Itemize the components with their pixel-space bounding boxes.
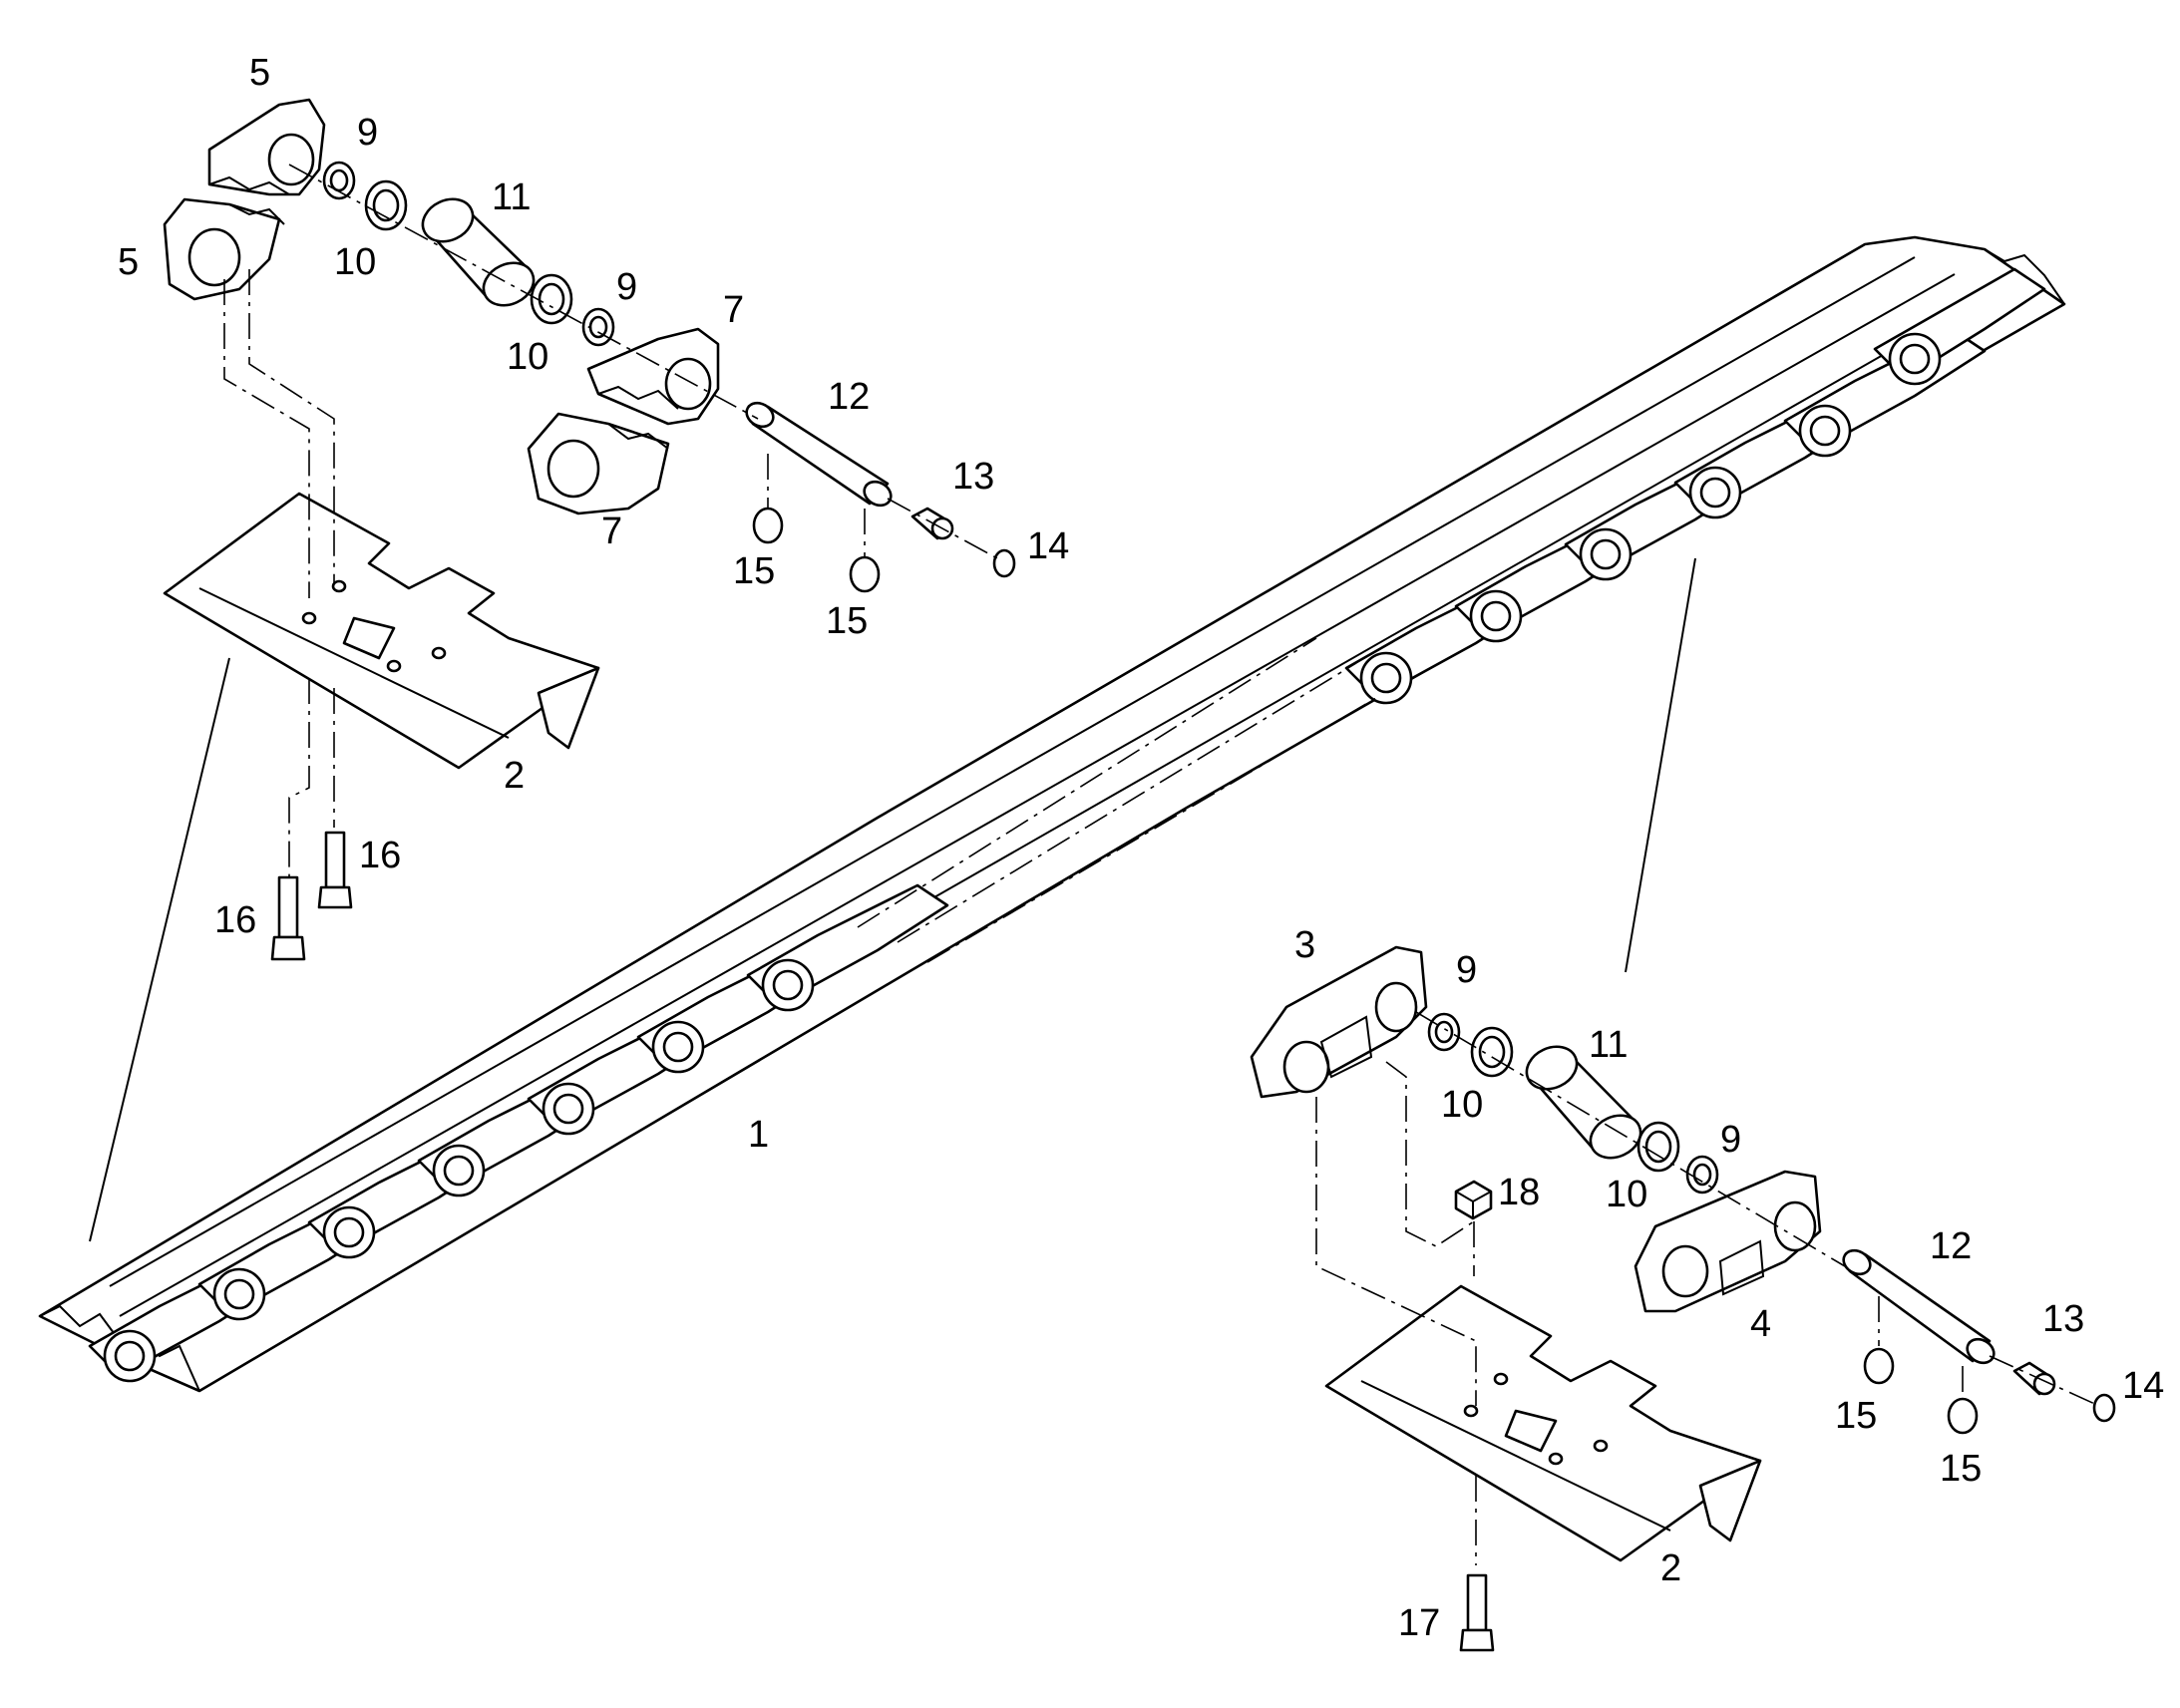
label-part-2-lower: 2 (1660, 1547, 1681, 1589)
label-part-15-upper-b: 15 (826, 600, 868, 642)
label-part-3: 3 (1294, 924, 1315, 966)
callout-labels: 1 2 2 3 4 5 5 7 7 9 9 9 9 10 10 10 10 11… (118, 52, 2164, 1644)
track-chain-grouser-edge-right (1984, 248, 2065, 305)
bushing-11-lower (1525, 1045, 1642, 1160)
bolt-16-a (317, 831, 353, 909)
track-chain-links-upper (1344, 267, 2046, 705)
plug-13-lower (2012, 1361, 2056, 1396)
label-part-10-lower-b: 10 (1606, 1174, 1647, 1215)
label-part-4: 4 (1750, 1303, 1771, 1345)
label-part-14-lower: 14 (2122, 1365, 2164, 1407)
label-part-16-a: 16 (359, 835, 401, 876)
link-4 (1634, 1170, 1822, 1313)
chain-gap-centerline-1 (857, 637, 1317, 928)
label-part-13-upper: 13 (952, 456, 994, 498)
track-chain-assembly (38, 235, 2066, 1393)
lower-assembly-axis (1415, 1011, 1846, 1267)
o-ring-15-upper-a (752, 507, 784, 544)
label-part-10-upper-b: 10 (507, 336, 548, 378)
upper-exploded-group (163, 98, 1016, 961)
master-link-half-5-upper (207, 98, 326, 196)
label-part-12-upper: 12 (828, 376, 870, 418)
plug-13-upper (910, 507, 954, 540)
bolt-16-b (270, 875, 306, 961)
label-part-9-upper-a: 9 (357, 112, 378, 154)
label-part-16-b: 16 (214, 899, 256, 941)
nut-18 (1454, 1180, 1493, 1220)
leader-line-right (1625, 557, 1696, 973)
snap-ring-14-lower (2092, 1393, 2116, 1423)
label-part-1: 1 (748, 1114, 769, 1156)
thrust-ring-10-upper-b (530, 273, 573, 325)
label-part-10-lower-a: 10 (1441, 1084, 1483, 1126)
seal-ring-9-upper-a (322, 161, 356, 200)
o-ring-15-lower-b (1947, 1397, 1979, 1435)
track-shoe-2-lower (1324, 1284, 1762, 1562)
track-pin-12-lower (1842, 1248, 1996, 1365)
label-part-13-lower: 13 (2042, 1298, 2084, 1340)
master-link-half-5-lower (163, 197, 285, 301)
label-part-5-upper: 5 (249, 52, 270, 94)
label-part-9-lower-a: 9 (1456, 949, 1477, 991)
lower-exploded-group (1250, 945, 2116, 1652)
track-chain-links-lower (88, 883, 949, 1383)
leader-line-left (89, 657, 230, 1242)
seal-ring-9-upper-b (581, 307, 615, 347)
label-part-9-lower-b: 9 (1720, 1119, 1741, 1161)
label-part-7-upper: 7 (723, 289, 744, 331)
seal-ring-9-lower-b (1685, 1155, 1719, 1195)
upper-bolt-leader-a (223, 279, 310, 598)
master-link-half-7-lower (527, 412, 670, 515)
label-part-10-upper-a: 10 (334, 241, 376, 283)
thrust-ring-10-lower-a (1470, 1026, 1514, 1078)
thrust-ring-10-upper-a (364, 179, 408, 231)
label-part-11-lower: 11 (1589, 1024, 1628, 1066)
link-3 (1250, 945, 1428, 1099)
bolt-17 (1459, 1573, 1495, 1652)
lower-nut-leader (1385, 1061, 1475, 1247)
label-part-2-upper: 2 (504, 755, 525, 797)
upper-bolt-leader-c (288, 678, 310, 877)
label-part-14-upper: 14 (1027, 525, 1069, 567)
label-part-17: 17 (1398, 1602, 1440, 1644)
track-pin-12-upper (745, 401, 893, 508)
label-part-15-upper-a: 15 (733, 550, 775, 592)
track-chain-inner-line-1 (109, 256, 1916, 1287)
seal-ring-9-lower-a (1427, 1012, 1461, 1052)
thrust-ring-10-lower-b (1636, 1121, 1680, 1173)
o-ring-15-lower-a (1863, 1347, 1895, 1385)
label-part-7-lower: 7 (601, 511, 622, 552)
label-part-9-upper-b: 9 (616, 266, 637, 308)
label-part-11-upper: 11 (492, 176, 531, 218)
lower-pin-axis (1989, 1355, 2100, 1407)
upper-pin-axis (887, 498, 998, 559)
track-shoe-2-upper (163, 492, 600, 770)
label-part-12-lower: 12 (1930, 1225, 1972, 1267)
label-part-5-lower: 5 (118, 241, 139, 283)
track-chain-inner-line-3 (119, 273, 1956, 1317)
snap-ring-14-upper (992, 548, 1016, 578)
upper-bolt-leader-b (248, 269, 335, 583)
label-part-15-lower-a: 15 (1835, 1395, 1877, 1437)
o-ring-15-upper-b (849, 555, 881, 593)
chain-gap-centerline-2 (897, 662, 1357, 943)
label-part-15-lower-b: 15 (1940, 1448, 1982, 1490)
bushing-11-upper (421, 197, 536, 307)
upper-assembly-axis (288, 164, 759, 420)
master-link-half-7-upper (586, 327, 720, 426)
label-part-18: 18 (1498, 1172, 1540, 1213)
